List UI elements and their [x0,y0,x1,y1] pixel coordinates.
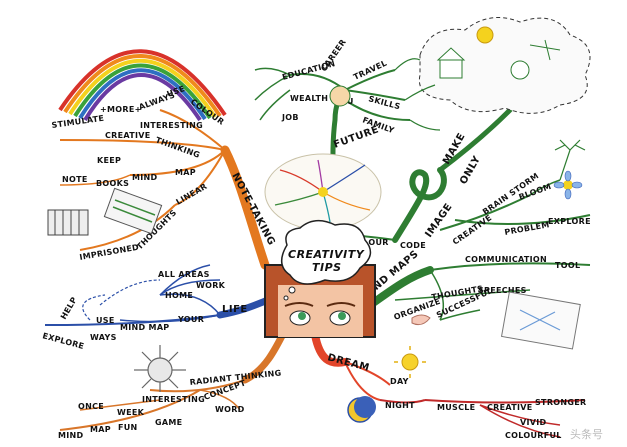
presentation-image [411,291,581,350]
word-interesting-radiant: INTERESTING [142,395,205,404]
watermark: 头条号 [565,425,623,443]
speech-bubble [281,219,372,301]
notebook-image [103,187,163,235]
center-image [264,264,376,338]
word-once: ONCE [78,402,104,411]
sun-image [394,346,426,378]
moon-image [347,396,376,423]
word-wealth: WEALTH [290,94,328,103]
branch-dream [311,331,586,438]
word-home: HOME [165,291,193,300]
word-ways: WAYS [90,333,117,342]
word-explore-image: EXPLORE [548,217,591,226]
radiant-star-image [134,345,186,392]
flower-image [553,170,583,200]
word-stronger: STRONGER [535,398,586,407]
word-mind-radiant: MIND [58,431,84,440]
word-stimulate: STIMULATE [51,114,105,130]
word-creative-image: CREATIVE [451,213,493,247]
word-use-life: USE [96,316,115,325]
word-work: WORK [196,281,226,290]
word-mind: MIND [132,173,158,182]
word-imprisoned: IMPRISONED [79,243,140,262]
word-colour-code: COLOUR [350,238,389,247]
center-title-line-1: CREATIVITY [288,248,365,261]
word-mind-map-life: MIND MAP [120,323,169,332]
rainbow-image [58,49,227,122]
watermark-text: 头条号 [570,427,603,441]
branch-label-image: IMAGE [423,202,454,240]
word-your: YOUR [177,315,204,324]
word-night: NIGHT [385,401,415,410]
word-game: GAME [155,418,182,427]
word-tool: TOOL [555,261,580,270]
word-week: WEEK [117,408,145,417]
word-colourful: COLOURFUL [505,431,562,440]
word-books: BOOKS [96,179,129,188]
word-explore-life: EXPLORE [41,331,85,351]
word-always: ALWAYS [138,90,177,111]
word-code: CODE [400,241,426,250]
word-muscle: MUSCLE [437,403,475,412]
center-title-line-2: TIPS [312,261,342,274]
word-creative: CREATIVE [105,131,151,140]
word-creative-dream: CREATIVE [487,403,533,412]
word-keep: KEEP [97,156,121,165]
prison-image [47,209,89,236]
word-fun: FUN [118,423,138,432]
tree-image [554,139,586,181]
brain-mindmap-image [264,153,382,231]
word-note: NOTE [62,175,88,184]
dream-cloud-image [418,17,591,114]
word-map: MAP [175,168,196,177]
word-word: WORD [215,405,245,414]
word-vivid: VIVID [520,418,547,427]
word-thinking: THINKING [154,135,201,159]
word-communication: COMMUNICATION [465,255,547,264]
word-job: JOB [281,113,299,122]
face-image [329,85,351,107]
word-map-radiant: MAP [90,425,111,434]
word-speeches: SPEECHES [478,286,527,295]
word-linear: LINEAR [175,182,209,207]
branch-label-life: LIFE [222,304,248,315]
word-help: HELP [59,295,79,321]
branch-life [44,264,272,326]
word-day: DAY [390,377,409,386]
branch-note-taking [59,109,270,270]
word-interesting: INTERESTING [140,121,203,130]
word-only: ONLY [458,154,483,187]
word-more: +MORE+ [100,105,142,114]
word-all-areas: ALL AREAS [158,270,210,279]
